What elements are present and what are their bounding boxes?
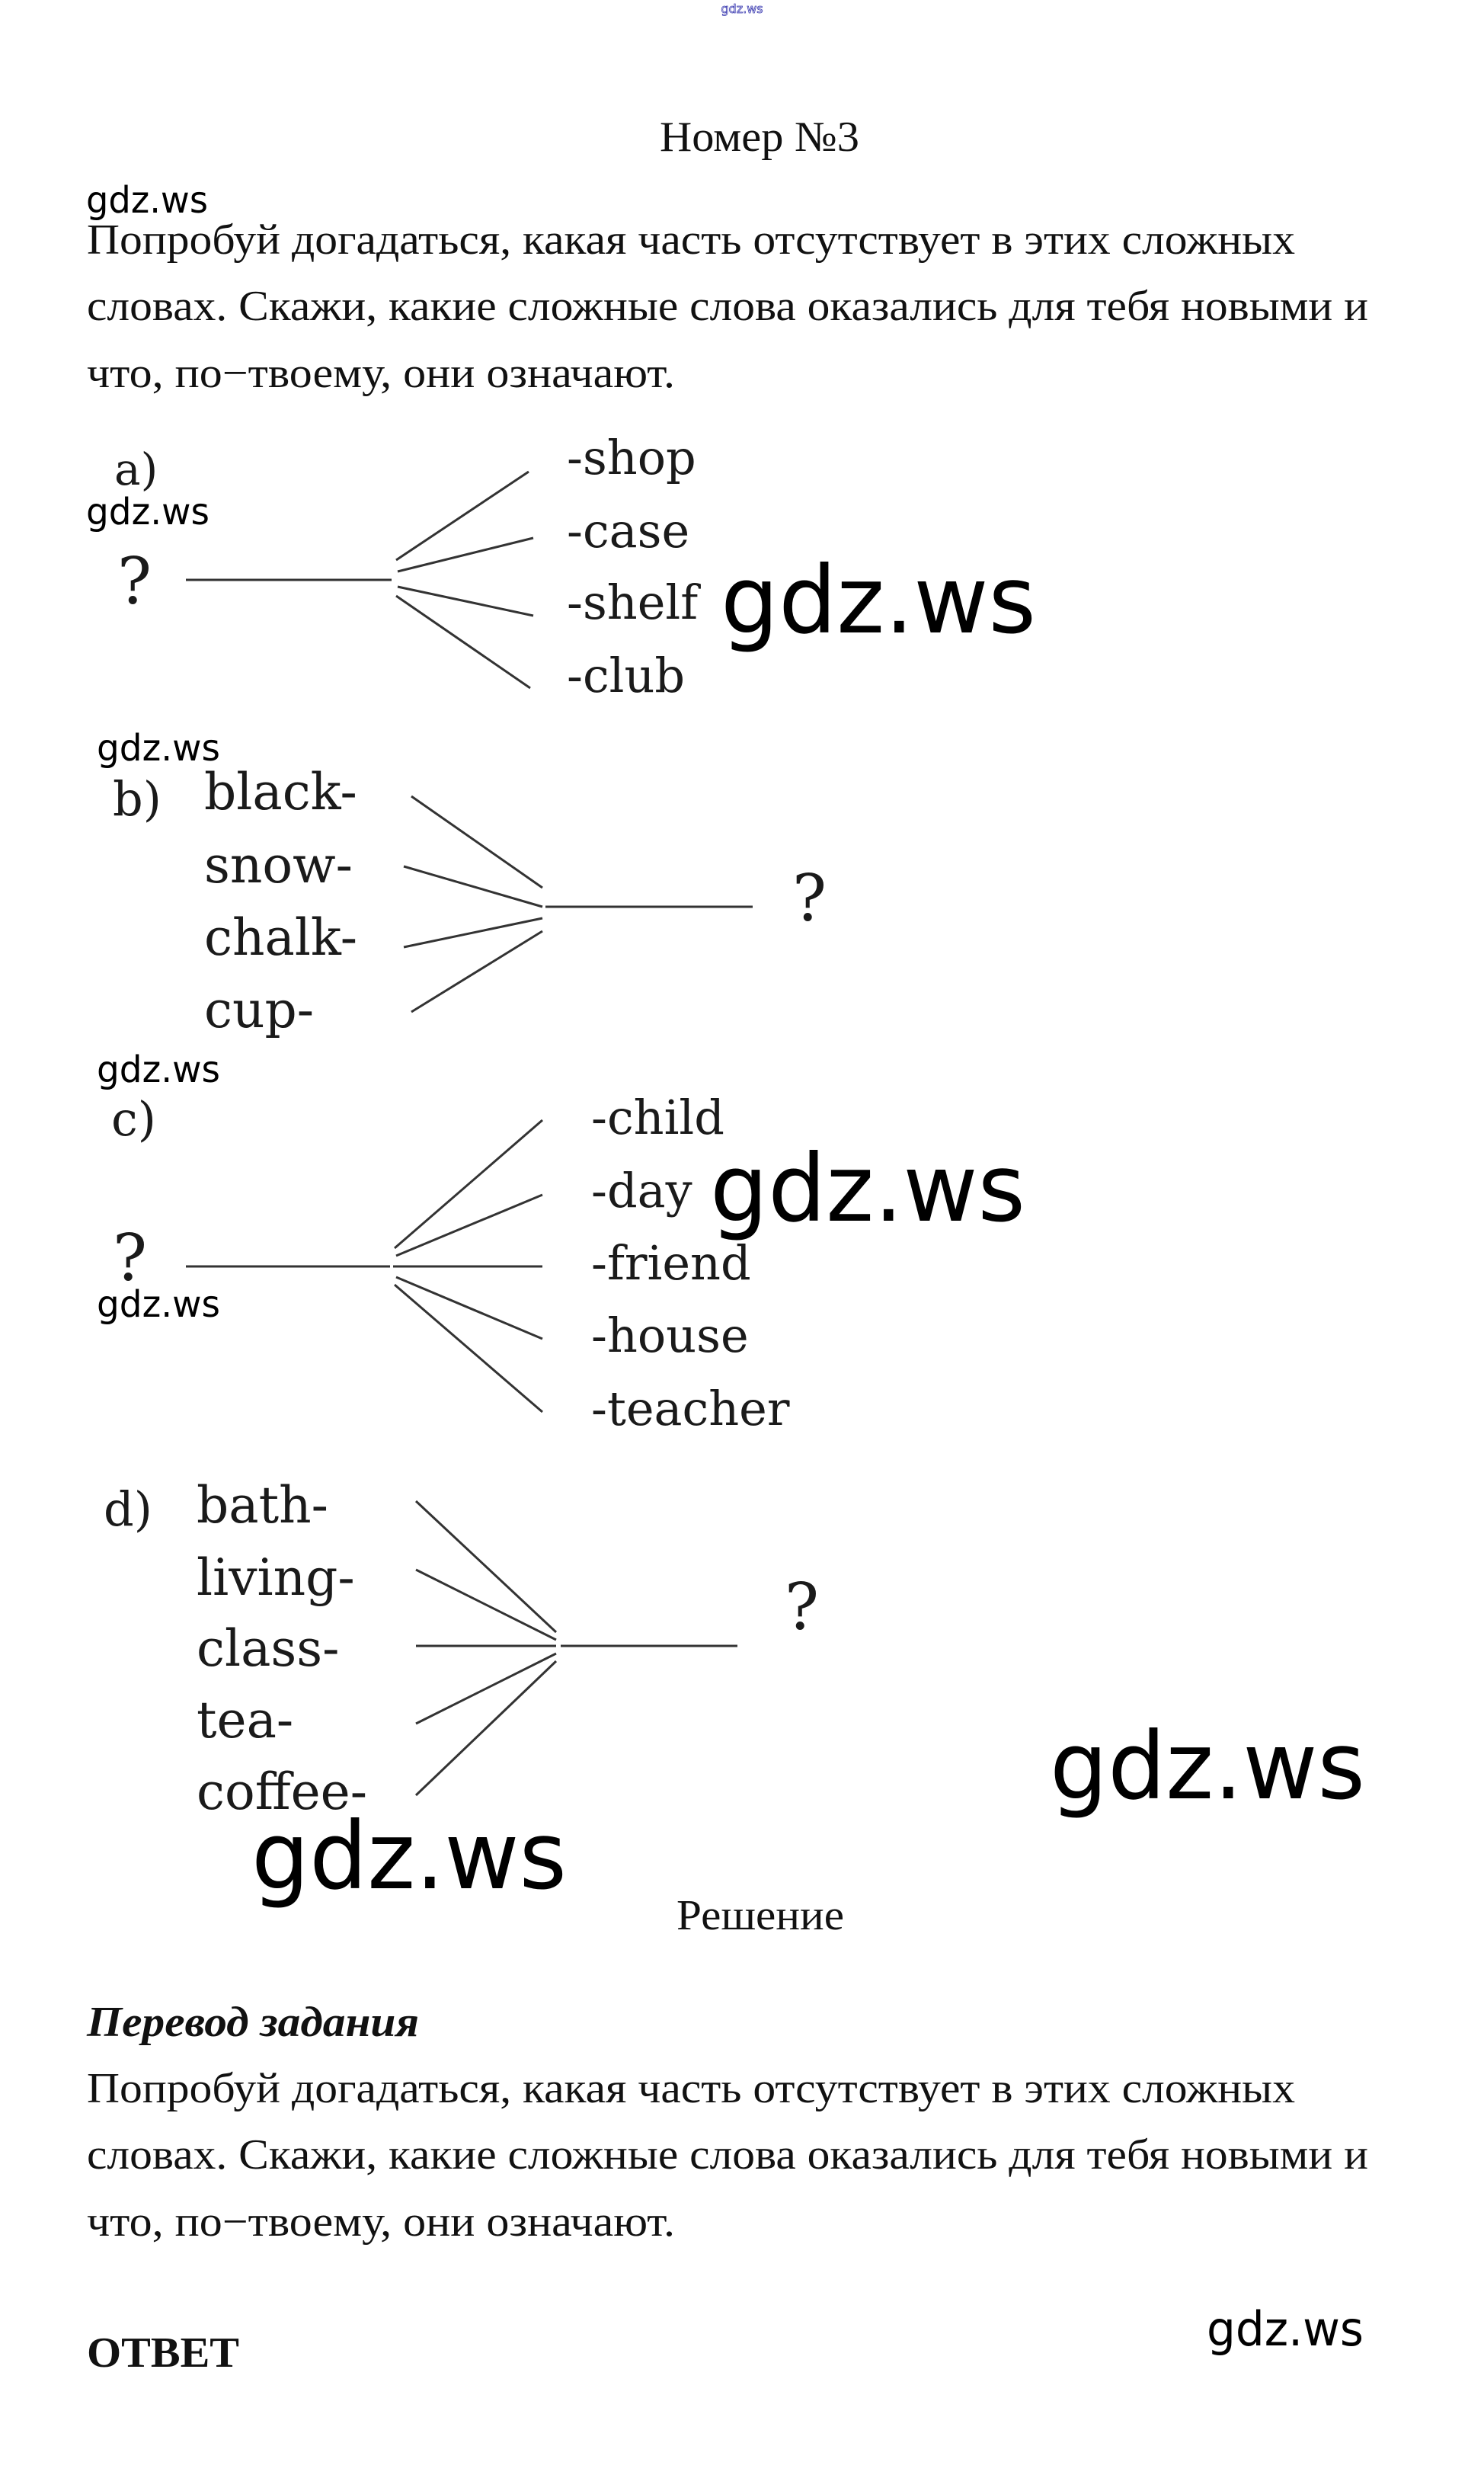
watermark: gdz.ws xyxy=(97,1283,220,1326)
answer-heading: ОТВЕТ xyxy=(87,2329,239,2377)
watermark: gdz.ws xyxy=(97,727,220,770)
connector-line xyxy=(403,917,543,949)
translation-heading: Перевод задания xyxy=(86,1999,419,2046)
word-part: class- xyxy=(197,1619,339,1678)
connector-line xyxy=(394,1119,543,1250)
word-part: cup- xyxy=(204,981,314,1039)
exercise-label: d) xyxy=(104,1481,152,1537)
connector-line xyxy=(415,1568,557,1641)
word-part: -shop xyxy=(567,430,696,485)
watermark: gdz.ws xyxy=(86,179,208,222)
word-part: -teacher xyxy=(591,1381,790,1436)
watermark: gdz.ws xyxy=(1207,2301,1364,2357)
watermark-large: gdz.ws xyxy=(1050,1712,1365,1820)
exercise-d: d) bath- living- class- tea- coffee- ? g… xyxy=(104,1476,1365,1910)
word-part: bath- xyxy=(197,1476,328,1535)
exercise-label: c) xyxy=(111,1091,156,1147)
connector-line xyxy=(414,1500,558,1634)
word-part: living- xyxy=(197,1548,355,1607)
page-title: Номер №3 xyxy=(660,114,859,161)
connector-line xyxy=(395,470,529,562)
word-part: snow- xyxy=(204,836,353,895)
connector-line xyxy=(411,930,543,1013)
word-part: -child xyxy=(591,1090,724,1145)
missing-part-question: ? xyxy=(792,861,827,936)
connector-line xyxy=(403,865,543,908)
word-part: -day xyxy=(591,1163,692,1218)
connector-line xyxy=(394,1283,543,1413)
connector-line xyxy=(397,585,534,617)
exercise-b: gdz.ws b) black- snow- chalk- cup- ? xyxy=(97,727,827,1039)
task-line: Попробуй догадаться, какая часть отсутст… xyxy=(87,216,1295,264)
missing-part-question: ? xyxy=(785,1570,819,1644)
word-part: -house xyxy=(591,1308,749,1363)
word-part: chalk- xyxy=(204,908,357,967)
exercise-c: gdz.ws c) ? gdz.ws -child -day -friend -… xyxy=(97,1049,1025,1436)
word-part: coffee- xyxy=(197,1762,367,1821)
watermark-top: gdz.ws xyxy=(721,2,763,16)
watermark: gdz.ws xyxy=(97,1049,220,1091)
watermark-large: gdz.ws xyxy=(710,1135,1025,1243)
connector-line xyxy=(415,1652,557,1725)
word-part: -friend xyxy=(591,1235,751,1291)
connector-line xyxy=(395,1276,543,1340)
connector-line xyxy=(411,795,543,889)
solution-heading: Решение xyxy=(676,1892,844,1939)
watermark-large: gdz.ws xyxy=(721,546,1036,655)
exercise-label: b) xyxy=(113,771,162,827)
missing-part-question: ? xyxy=(117,544,152,619)
translation-paragraph: Попробуй догадаться, какая часть отсутст… xyxy=(87,2065,1368,2246)
word-part: -club xyxy=(567,648,685,703)
connector-line xyxy=(395,1193,543,1257)
task-paragraph: Попробуй догадаться, какая часть отсутст… xyxy=(87,216,1368,397)
watermark: gdz.ws xyxy=(86,491,209,533)
task-line: что, по−твоему, они означают. xyxy=(87,350,675,397)
word-part: -case xyxy=(567,503,689,559)
translation-line: что, по−твоему, они означают. xyxy=(87,2198,675,2246)
word-part: -shelf xyxy=(567,575,701,630)
word-part: tea- xyxy=(197,1691,293,1750)
missing-part-question: ? xyxy=(113,1221,147,1295)
connector-line xyxy=(414,1660,558,1797)
translation-line: Попробуй догадаться, какая часть отсутст… xyxy=(87,2065,1295,2112)
exercise-label: a) xyxy=(114,443,158,495)
translation-line: словах. Скажи, какие сложные слова оказа… xyxy=(87,2131,1368,2179)
connector-line xyxy=(397,536,534,573)
word-part: black- xyxy=(204,763,357,821)
task-line: словах. Скажи, какие сложные слова оказа… xyxy=(87,283,1368,330)
exercise-a: a) gdz.ws ? -shop -case -shelf -club gdz… xyxy=(86,430,1036,703)
watermark-large: gdz.ws xyxy=(251,1802,567,1910)
connector-line xyxy=(395,594,531,690)
